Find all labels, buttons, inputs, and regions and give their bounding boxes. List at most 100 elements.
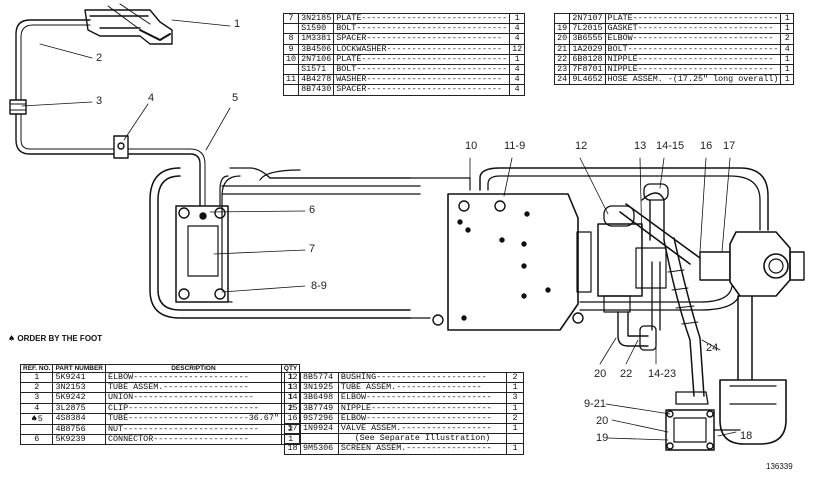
callout-4: 4: [148, 92, 155, 104]
ref-cell: 22: [553, 53, 571, 66]
ref-cell: 4: [19, 402, 54, 414]
part-cell: 5K9242: [52, 392, 106, 404]
illustration-number: 136339: [766, 462, 793, 471]
part-cell: 6B8128: [569, 53, 606, 66]
part-cell: 4B8756: [52, 424, 106, 436]
qty-cell: 4: [509, 33, 526, 45]
part-cell: S1590: [298, 23, 335, 35]
part-cell: 3B7749: [300, 402, 339, 414]
desc-cell: TUBE ASSEM.-----------------: [105, 382, 282, 394]
qty-cell: 4: [509, 84, 526, 96]
desc-cell: SPACER---------------------------: [333, 33, 511, 45]
qty-cell: 1: [780, 53, 794, 66]
qty-cell: 4: [509, 23, 526, 35]
ref-cell: 15: [284, 402, 301, 414]
part-cell: 1A2029: [569, 43, 606, 55]
order-note: ♠ ORDER BY THE FOOT: [8, 334, 102, 343]
ref-cell: 13: [284, 382, 301, 394]
qty-cell: 3: [506, 392, 524, 404]
desc-cell: BOLT------------------------------: [333, 23, 511, 35]
callout-10: 10: [465, 140, 478, 152]
callout-11-9: 11-9: [504, 140, 526, 152]
desc-cell: BOLT------------------------------: [604, 43, 782, 55]
part-cell: 4B4278: [298, 74, 335, 86]
desc-cell: CONNECTOR-------------------: [105, 434, 282, 446]
part-cell: 3B4506: [298, 43, 335, 55]
spade-mark: ♠: [30, 413, 38, 423]
callout-9-21: 9-21: [584, 398, 607, 410]
ref-cell: 10: [282, 53, 300, 66]
callout-13: 13: [634, 140, 647, 152]
callout-20-upper: 20: [594, 368, 607, 380]
qty-cell: [506, 433, 524, 445]
part-cell: 7F8701: [569, 64, 606, 76]
desc-cell: SCREEN ASSEM.-----------------: [337, 443, 508, 455]
callout-24: 24: [706, 342, 719, 354]
tube-clip: [113, 135, 129, 159]
desc-cell: ELBOW-----------------------: [105, 371, 282, 384]
part-cell: 9L4652: [569, 74, 606, 86]
desc-cell: GASKET---------------------------: [604, 23, 782, 35]
qty-cell: 2: [506, 371, 524, 384]
desc-cell: BUSHING----------------------: [337, 371, 508, 384]
part-cell: 3N2185: [298, 12, 335, 25]
qty-cell: 1: [509, 53, 526, 66]
part-cell: 2N7106: [298, 53, 335, 66]
ref-cell: 2: [19, 382, 54, 394]
order-note-text: ORDER BY THE FOOT: [17, 334, 103, 343]
callout-17: 17: [723, 140, 736, 152]
ref-cell: 20: [553, 33, 571, 45]
desc-cell: PLATE-----------------------------: [333, 53, 511, 66]
ref-cell: ♠5: [19, 412, 54, 426]
valve-assembly: [597, 183, 805, 313]
part-cell: 5K9239: [52, 434, 106, 446]
desc-cell: NIPPLE------------------------: [337, 402, 508, 414]
ref-cell: [19, 424, 54, 436]
callout-5: 5: [232, 92, 239, 104]
ref-cell: 23: [553, 64, 571, 76]
ref-cell: 24: [553, 74, 571, 86]
desc-cell: PLATE-----------------------------: [604, 12, 782, 25]
center-plate: [432, 193, 592, 331]
desc-cell: NIPPLE---------------------------: [604, 64, 782, 76]
part-cell: 2N7107: [569, 12, 606, 25]
desc-cell: ELBOW----------------------------: [604, 33, 782, 45]
part-cell: 4S8384: [52, 412, 106, 426]
callout-19: 19: [596, 432, 609, 444]
qty-cell: 4: [509, 74, 526, 86]
ref-cell: [553, 12, 571, 25]
ref-cell: 18: [284, 443, 301, 455]
ref-cell: 9: [282, 43, 300, 55]
desc-cell: LOCKWASHER-----------------------: [333, 43, 511, 55]
ref-number: 5: [37, 413, 43, 424]
ref-cell: [284, 433, 301, 445]
part-cell: S1571: [298, 64, 335, 76]
table-row: (See Separate Illustration): [284, 433, 524, 445]
desc-cell: (See Separate Illustration): [337, 433, 508, 445]
part-cell: 9M5306: [300, 443, 339, 455]
ref-cell: 17: [284, 423, 301, 435]
ref-cell: 7: [282, 12, 300, 25]
callout-8-9: 8-9: [311, 280, 327, 292]
callout-1: 1: [234, 18, 241, 30]
desc-cell: VALVE ASSEM.------------------: [337, 423, 508, 435]
qty-cell: 1: [780, 74, 794, 86]
part-cell: 3N1925: [300, 382, 339, 394]
ref-cell: 8: [282, 33, 300, 45]
part-cell: 7L2015: [569, 23, 606, 35]
callout-14-15: 14-15: [656, 140, 685, 152]
part-cell: 3B6498: [300, 392, 339, 404]
